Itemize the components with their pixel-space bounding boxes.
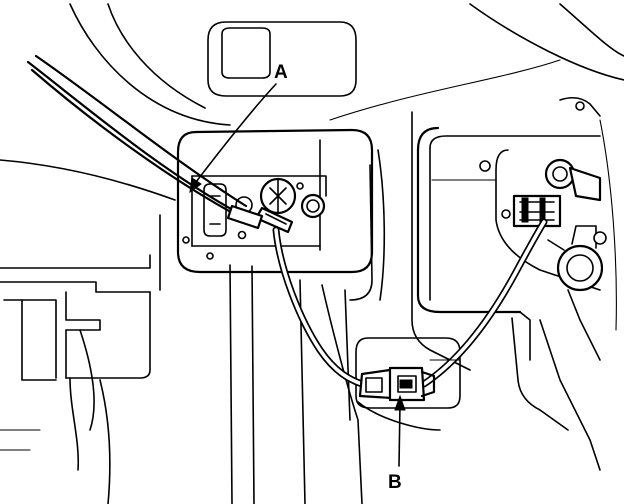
upper-access-panel: [207, 21, 357, 97]
sensor-body: [254, 177, 297, 234]
callout-a-leader: [195, 83, 277, 183]
harness-wires: [26, 54, 548, 388]
left-frame: [0, 159, 176, 504]
callout-b-leader: [398, 403, 401, 467]
connector-b: [358, 366, 436, 402]
callout-a-label: A: [274, 62, 288, 83]
callout-a: A: [189, 62, 288, 194]
callout-b-label: B: [388, 472, 402, 493]
body-panel-outlines: [69, 3, 624, 331]
callout-b: B: [388, 394, 406, 493]
